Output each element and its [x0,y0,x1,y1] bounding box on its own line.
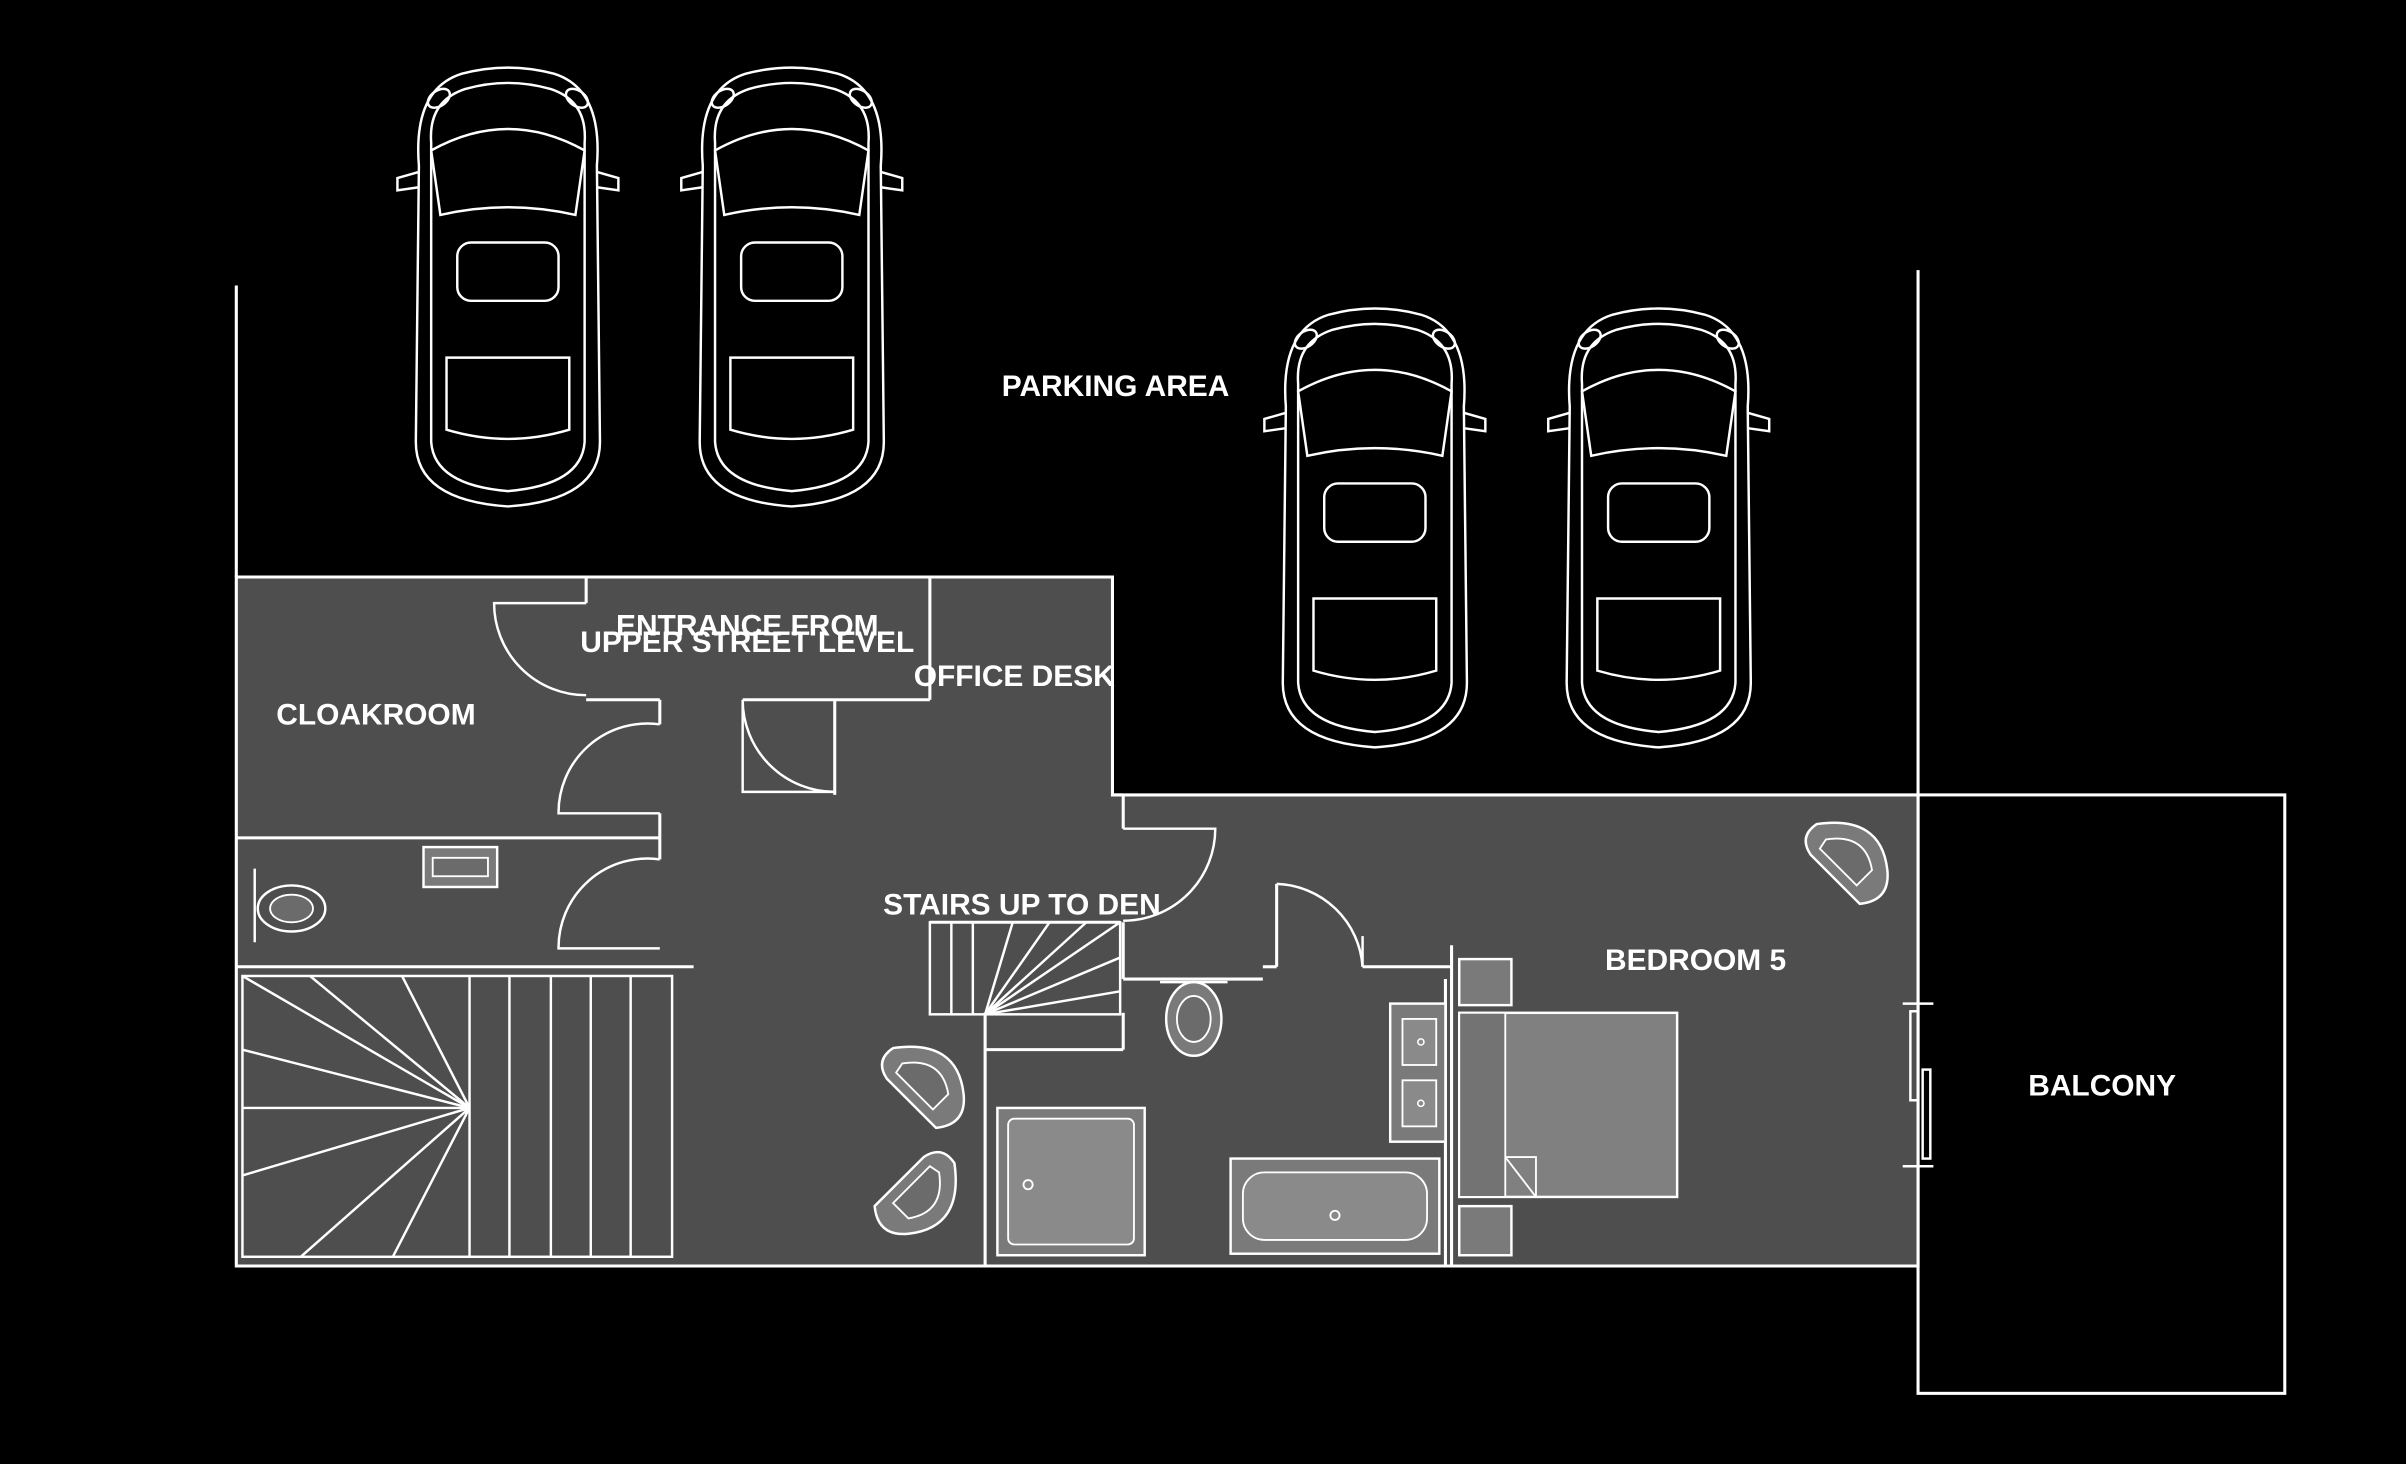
stairs-up-label: STAIRS UP TO DEN [883,889,1161,922]
bed-icon [1458,957,1679,1257]
car-icon [1263,307,1487,749]
staircase-icon [928,921,1122,1016]
cloakroom-label: CLOAKROOM [276,698,475,731]
shower-icon [996,1106,1146,1257]
bathtub-icon [1229,1157,1441,1255]
balcony-label: BALCONY [2028,1070,2176,1103]
outer-walls [234,575,1920,1268]
entrance-label-line2: UPPER STREET LEVEL [580,626,914,659]
car-icon [1547,307,1771,749]
sink-icon [1388,1002,1447,1143]
car-icon [396,66,620,508]
car-icon [680,66,904,508]
sliding-door [1902,1002,1934,1168]
bedroom-label: BEDROOM 5 [1605,944,1786,977]
door-swings [492,601,1364,967]
toilet-icon [253,868,327,943]
staircase-icon [241,974,674,1259]
entrance-label-line1: ENTRANCE FROM [616,609,879,642]
office-desk-label: OFFICE DESK [914,660,1115,693]
sink-icon [422,845,499,889]
parking-area-label: PARKING AREA [1002,370,1230,403]
toilet-icon [1160,980,1228,1057]
